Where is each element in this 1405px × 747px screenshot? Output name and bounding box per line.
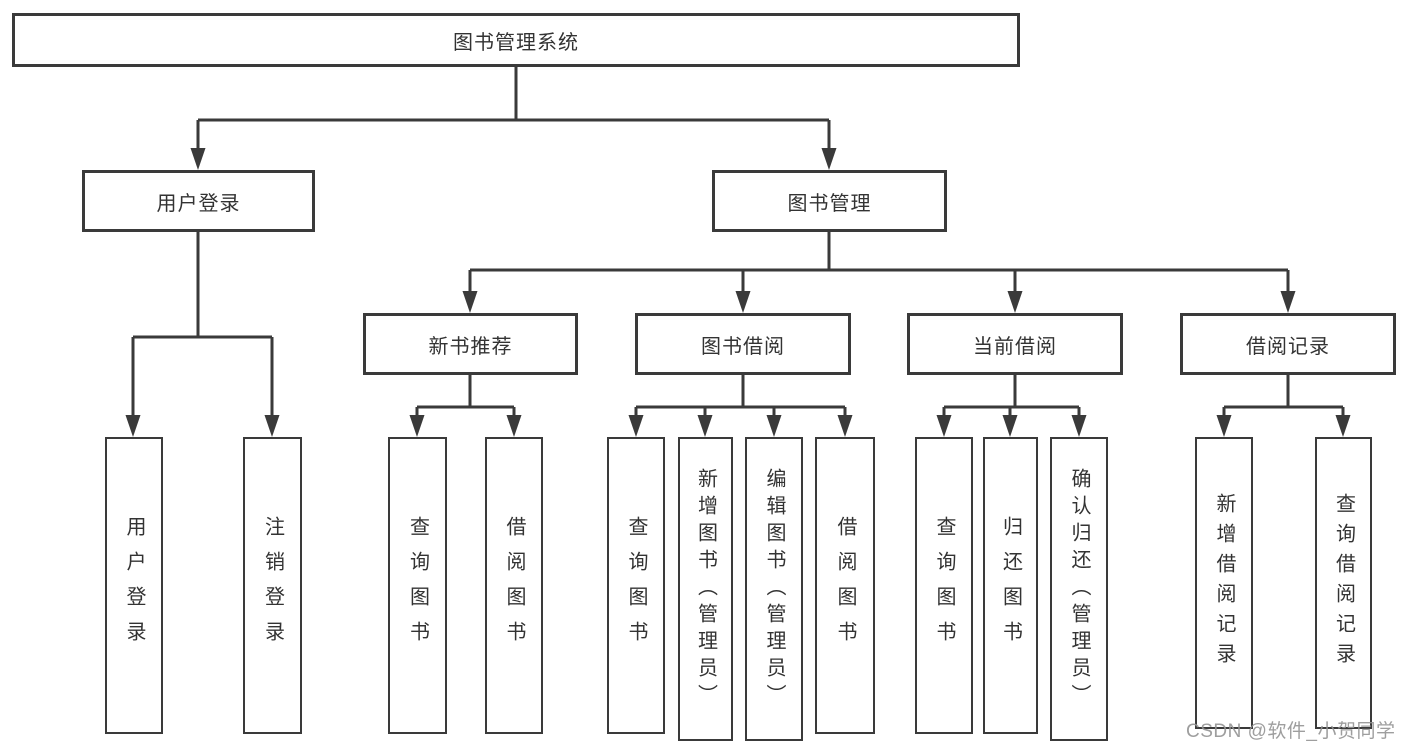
leaf-label: 用户登录 <box>123 515 145 656</box>
leaf-label: 新增图书（管理员） <box>694 467 717 711</box>
leaf-return-books: 归还图书 <box>983 437 1038 734</box>
leaf-confirm-return-admin: 确认归还（管理员） <box>1050 437 1108 741</box>
leaf-label: 新增借阅记录 <box>1213 493 1235 673</box>
leaf-query-borrow-record: 查询借阅记录 <box>1315 437 1372 729</box>
node-new-book-recommendation: 新书推荐 <box>363 313 578 375</box>
leaf-add-borrow-record: 新增借阅记录 <box>1195 437 1253 729</box>
node-label: 图书借阅 <box>701 335 785 358</box>
leaf-borrow-books-borrowing: 借阅图书 <box>815 437 875 734</box>
node-label: 新书推荐 <box>428 335 513 358</box>
node-label: 借阅记录 <box>1246 335 1330 358</box>
node-library-management-system: 图书管理系统 <box>12 13 1020 67</box>
node-borrow-records: 借阅记录 <box>1180 313 1396 375</box>
leaf-label: 编辑图书（管理员） <box>763 467 785 711</box>
leaf-label: 查询图书 <box>406 515 429 656</box>
leaf-label: 归还图书 <box>999 515 1022 656</box>
leaf-label: 借阅图书 <box>503 515 525 656</box>
node-book-borrowing: 图书借阅 <box>635 313 851 375</box>
leaf-logout: 注销登录 <box>243 437 302 734</box>
node-user-login: 用户登录 <box>82 170 315 232</box>
leaf-query-books-borrowing: 查询图书 <box>607 437 665 734</box>
leaf-borrow-books-recommend: 借阅图书 <box>485 437 543 734</box>
node-label: 当前借阅 <box>973 335 1057 358</box>
csdn-watermark: CSDN @软件_小贺同学 <box>1186 721 1396 742</box>
leaf-label: 查询借阅记录 <box>1332 493 1355 673</box>
node-label: 图书管理 <box>787 192 872 215</box>
leaf-query-books-current: 查询图书 <box>915 437 973 734</box>
node-current-borrowing: 当前借阅 <box>907 313 1123 375</box>
node-label: 图书管理系统 <box>453 31 579 54</box>
leaf-label: 确认归还（管理员） <box>1068 467 1090 711</box>
leaf-user-login: 用户登录 <box>105 437 163 734</box>
leaf-query-books-recommend: 查询图书 <box>388 437 447 734</box>
leaf-label: 借阅图书 <box>834 515 856 656</box>
leaf-edit-books-admin: 编辑图书（管理员） <box>745 437 803 741</box>
leaf-label: 查询图书 <box>625 515 647 656</box>
node-label: 用户登录 <box>156 192 241 215</box>
leaf-label: 查询图书 <box>933 515 955 656</box>
leaf-label: 注销登录 <box>261 515 284 656</box>
leaf-add-books-admin: 新增图书（管理员） <box>678 437 733 741</box>
node-book-management: 图书管理 <box>712 170 947 232</box>
